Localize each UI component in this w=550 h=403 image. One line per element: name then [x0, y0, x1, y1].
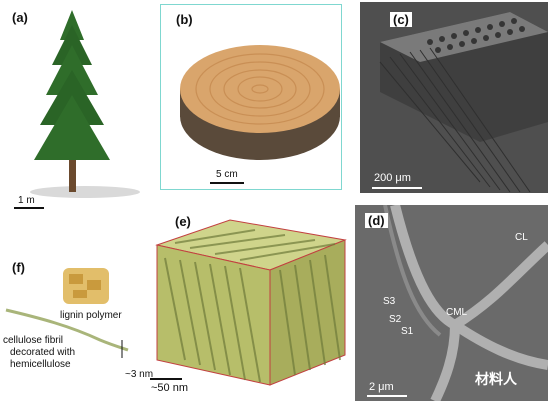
panel-b-label: (b): [176, 12, 193, 27]
pine-tree-illustration: [30, 10, 140, 198]
panel-d-label: (d): [365, 213, 388, 228]
wood-disc-illustration: [180, 45, 340, 160]
panel-e-scale-bar: [150, 378, 182, 380]
panel-d-tag-cl: CL: [515, 232, 528, 243]
panel-d: (d) CL CML S3 S2 S1 2 μm 材料人: [355, 205, 548, 401]
panel-e-scale-text: ~50 nm: [151, 382, 188, 394]
panel-d-tag-s3: S3: [383, 296, 396, 307]
panel-f-fibril-line2: decorated with: [10, 347, 76, 358]
fibril-cube-illustration: [155, 219, 347, 386]
panel-f-label: (f): [12, 260, 25, 275]
panel-a-label: (a): [12, 10, 28, 25]
panel-b-scale-bar: [210, 182, 244, 184]
panel-d-scale-text: 2 μm: [369, 381, 394, 393]
panel-a-scale-text: 1 m: [18, 195, 35, 206]
panel-c-scale-text: 200 μm: [374, 172, 411, 184]
lignin-polymer-illustration: [63, 268, 109, 304]
panel-d-scale-bar: [367, 395, 407, 397]
panel-c-scale-bar: [372, 187, 422, 189]
panel-f-fibril-line3: hemicellulose: [10, 359, 71, 370]
panel-d-tag-s1: S1: [401, 326, 414, 337]
panel-b-scale-text: 5 cm: [216, 169, 238, 180]
panel-a: (a) 1 m: [0, 0, 150, 215]
watermark-text: 材料人: [475, 371, 517, 387]
panel-f-fibril-line1: cellulose fibril: [3, 335, 64, 346]
panel-b-frame: [160, 4, 342, 190]
panel-f-size-text: ~3 nm: [125, 369, 154, 380]
panel-c: (c) 200 μm: [360, 2, 548, 193]
panel-c-label: (c): [390, 12, 412, 27]
panel-f: (f) lignin polymer cellulose fibril deco…: [0, 220, 160, 400]
panel-b: (b) 5 cm: [160, 4, 342, 190]
panel-e: (e) ~50 nm: [145, 210, 350, 400]
panel-d-tag-cml: CML: [446, 307, 468, 318]
cell-wall-tem-image: [355, 205, 548, 401]
cellulose-fibril-illustration: [5, 308, 129, 358]
panel-a-scale-bar: [14, 207, 44, 209]
panel-e-label: (e): [175, 214, 191, 229]
panel-f-lignin-label: lignin polymer: [60, 310, 122, 321]
panel-d-tag-s2: S2: [389, 314, 402, 325]
wood-cells-sem-image: [360, 2, 548, 193]
